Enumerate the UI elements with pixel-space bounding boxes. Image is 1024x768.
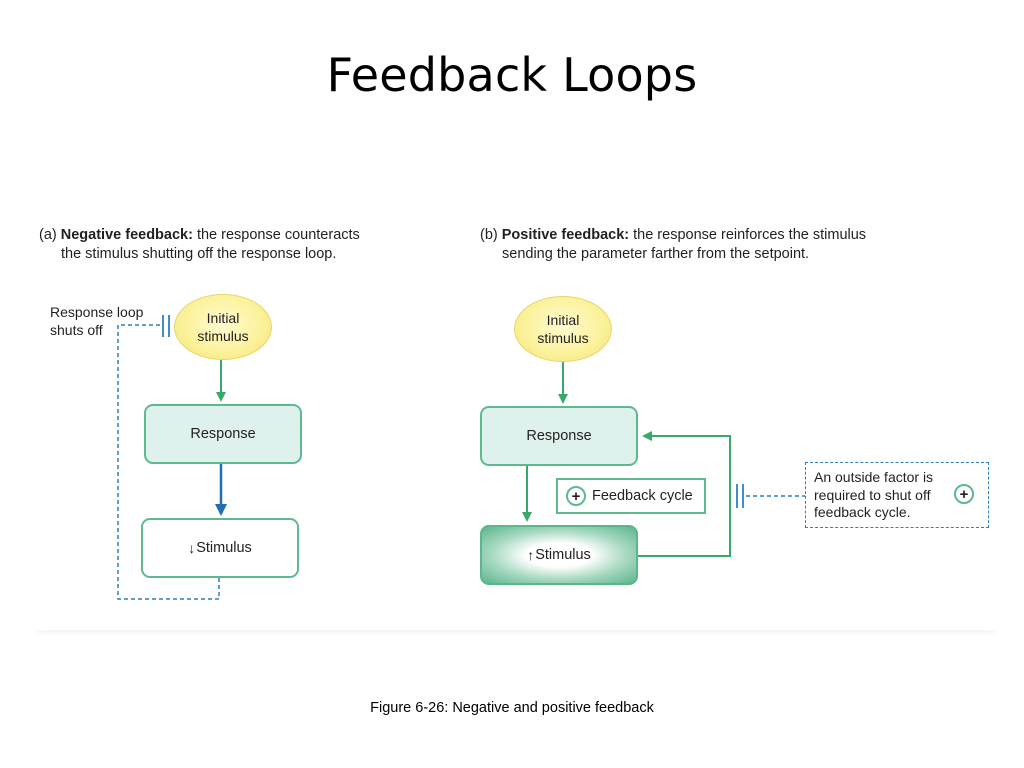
panel-b-heading-bold: Positive feedback: xyxy=(501,227,630,243)
panel-a-heading-bold: Negative feedback: xyxy=(60,227,193,243)
dashed-loop-a xyxy=(117,324,220,600)
down-arrow-icon: ↓ xyxy=(188,540,196,556)
initial-stimulus-a: Initial stimulus xyxy=(174,294,272,360)
stimulus-box-a-label: Stimulus xyxy=(196,540,252,556)
outside-factor-line2: required to shut off xyxy=(814,486,931,503)
stimulus-box-b-label: Stimulus xyxy=(535,547,591,563)
panel-b-heading-line2: sending the parameter farther from the s… xyxy=(502,246,810,262)
figure-caption: Figure 6-26: Negative and positive feedb… xyxy=(370,700,654,716)
response-box-b-label: Response xyxy=(526,428,592,444)
up-arrow-icon: ↑ xyxy=(527,547,535,563)
initial-stimulus-b-line1: Initial xyxy=(546,312,580,328)
response-loop-label-line2: shuts off xyxy=(50,322,103,338)
response-box-b: Response xyxy=(480,406,638,466)
initial-stimulus-b-line2: stimulus xyxy=(537,330,589,346)
feedback-cycle-box: + Feedback cycle xyxy=(556,478,706,514)
panel-b-heading: (b) Positive feedback: the response rein… xyxy=(480,226,866,264)
feedback-cycle-label: Feedback cycle xyxy=(592,488,693,504)
stimulus-box-a: ↓Stimulus xyxy=(141,518,299,578)
outside-factor-box: An outside factor is required to shut of… xyxy=(805,462,989,528)
outside-factor-text: An outside factor is required to shut of… xyxy=(814,469,933,522)
plus-circle-icon: + xyxy=(954,484,974,504)
response-loop-label-line1: Response loop xyxy=(50,304,144,320)
panel-b-heading-rest: the response reinforces the stimulus xyxy=(633,227,867,243)
outside-factor-line3: feedback cycle. xyxy=(814,504,911,520)
response-box-a: Response xyxy=(144,404,302,464)
feedback-loop-b xyxy=(637,431,731,557)
panel-a-heading: (a) Negative feedback: the response coun… xyxy=(39,226,360,264)
response-box-a-label: Response xyxy=(190,426,256,442)
slide-title: Feedback Loops xyxy=(326,48,698,102)
plus-circle-icon: + xyxy=(566,486,586,506)
response-loop-label: Response loop shuts off xyxy=(50,303,143,339)
initial-stimulus-a-line2: stimulus xyxy=(197,328,249,344)
initial-stimulus-a-line1: Initial xyxy=(206,310,240,326)
panel-a-heading-line2: the stimulus shutting off the response l… xyxy=(61,246,337,262)
panel-b-prefix: (b) xyxy=(480,227,498,243)
outside-factor-line1: An outside factor is xyxy=(814,469,934,485)
initial-stimulus-b: Initial stimulus xyxy=(514,296,612,362)
stimulus-box-b: ↑Stimulus xyxy=(480,525,638,585)
panel-a-heading-rest: the response counteracts xyxy=(196,227,360,243)
panel-a-prefix: (a) xyxy=(39,227,57,243)
